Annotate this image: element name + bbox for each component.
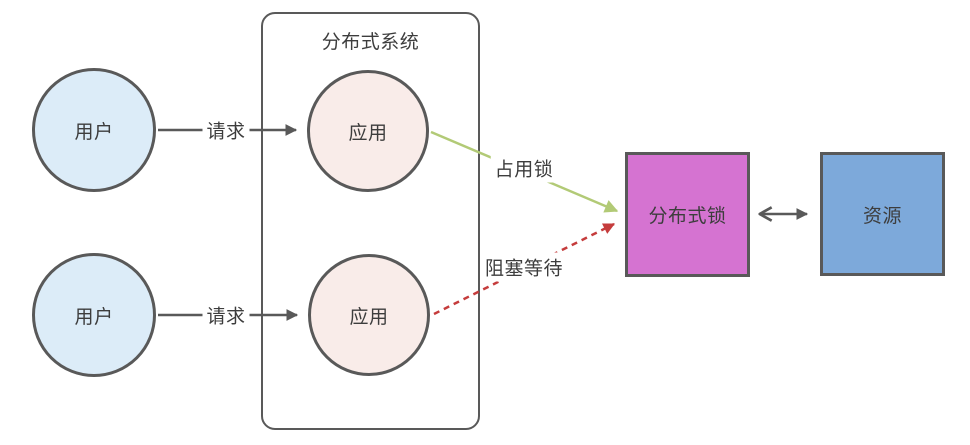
user-node-top: 用户 (32, 68, 156, 192)
distributed-lock-node: 分布式锁 (625, 152, 750, 277)
resource-label: 资源 (862, 205, 902, 227)
app-node-top-label: 应用 (348, 122, 388, 144)
app-node-bottom: 应用 (308, 254, 430, 376)
distributed-system-container (261, 12, 480, 430)
occupy-lock-label: 占用锁 (490, 153, 558, 183)
resource-node: 资源 (820, 152, 945, 276)
app-node-top: 应用 (307, 70, 429, 192)
request-label-top: 请求 (202, 115, 250, 145)
user-node-top-label: 用户 (74, 121, 114, 143)
app-node-bottom-label: 应用 (349, 306, 389, 328)
user-node-bottom-label: 用户 (74, 306, 114, 328)
blocking-wait-label: 阻塞等待 (480, 252, 568, 282)
request-label-bottom: 请求 (202, 300, 250, 330)
distributed-lock-label: 分布式锁 (648, 206, 727, 227)
user-node-bottom: 用户 (32, 253, 156, 377)
distributed-system-title: 分布式系统 (321, 32, 420, 53)
